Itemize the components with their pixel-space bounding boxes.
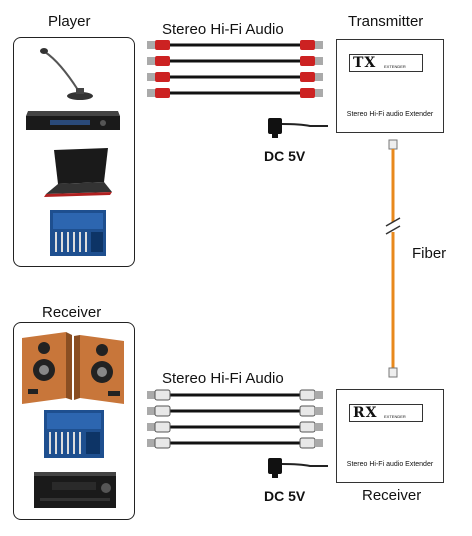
av-receiver-icon xyxy=(34,472,116,508)
player-label: Player xyxy=(48,13,91,30)
speakers-icon xyxy=(22,332,124,404)
receiver-group-label: Receiver xyxy=(42,304,102,321)
mixer-icon xyxy=(50,210,106,256)
tx-sub: EXTENDER xyxy=(384,64,406,69)
tx-device-text: Stereo Hi-Fi audio Extender xyxy=(346,111,434,118)
dc-label-bottom: DC 5V xyxy=(264,488,306,504)
rx-sub: EXTENDER xyxy=(384,414,406,419)
microphone-icon xyxy=(40,48,93,100)
rx-code: RX xyxy=(353,405,378,421)
audio-label-top: Stereo Hi-Fi Audio xyxy=(162,21,284,38)
transmitter-device: TX EXTENDER Stereo Hi-Fi audio Extender xyxy=(336,39,444,133)
receiver-device-label: Receiver xyxy=(362,487,422,504)
tx-code: TX xyxy=(353,55,377,71)
fiber-label: Fiber xyxy=(412,245,447,262)
laptop-icon xyxy=(44,148,112,197)
rx-logo: RX EXTENDER xyxy=(349,404,423,422)
power-adapter-icon xyxy=(268,118,328,138)
audio-cables-top xyxy=(147,40,323,98)
mixer-icon xyxy=(44,410,104,458)
rx-device-text: Stereo Hi-Fi audio Extender xyxy=(346,461,434,468)
audio-label-bottom: Stereo Hi-Fi Audio xyxy=(162,370,284,387)
tx-logo: TX EXTENDER xyxy=(349,54,423,72)
transmitter-label: Transmitter xyxy=(348,13,424,30)
receiver-device: RX EXTENDER Stereo Hi-Fi audio Extender xyxy=(336,389,444,483)
power-adapter-icon xyxy=(268,458,328,478)
dc-label-top: DC 5V xyxy=(264,148,306,164)
dvd-player-icon xyxy=(26,111,120,130)
audio-cables-bottom xyxy=(147,389,323,449)
fiber-cable xyxy=(385,139,401,378)
